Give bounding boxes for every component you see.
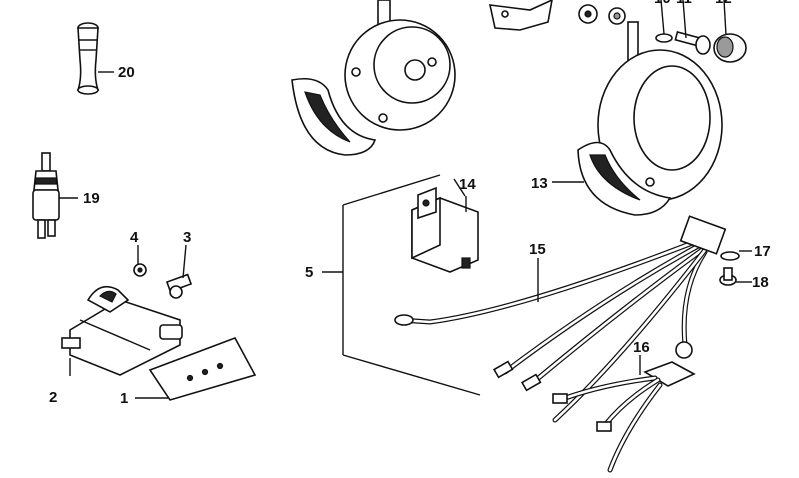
part-15-harness bbox=[394, 215, 727, 423]
label-part-19: 19 bbox=[83, 190, 100, 207]
label-part-15: 15 bbox=[529, 241, 546, 258]
label-part-16: 16 bbox=[633, 339, 650, 356]
part-10-washer bbox=[655, 0, 673, 43]
part-4-nut bbox=[133, 245, 147, 277]
label-part-12: 12 bbox=[715, 0, 732, 6]
part-14-relay bbox=[411, 186, 479, 273]
label-part-4: 4 bbox=[130, 229, 139, 246]
label-part-18: 18 bbox=[752, 274, 769, 291]
part-12-cap bbox=[713, 0, 747, 63]
part-18-screw bbox=[719, 267, 752, 286]
label-part-2: 2 bbox=[49, 389, 58, 406]
small-nuts bbox=[578, 4, 626, 25]
part-2-bracket bbox=[61, 285, 183, 376]
label-part-1: 1 bbox=[120, 390, 129, 407]
part-3-screw bbox=[165, 244, 193, 299]
leader-14 bbox=[453, 178, 466, 197]
part-17-washer bbox=[720, 250, 752, 261]
label-part-10: 10 bbox=[654, 0, 671, 6]
part-20-rubber-boot bbox=[76, 22, 114, 95]
label-part-11: 11 bbox=[676, 0, 692, 6]
label-part-13: 13 bbox=[531, 175, 548, 192]
label-part-17: 17 bbox=[754, 243, 771, 260]
part-5-bracket-line bbox=[322, 174, 481, 396]
part-19-switch bbox=[32, 152, 78, 239]
part-16-connector bbox=[552, 355, 696, 473]
horn-bracket bbox=[488, 0, 553, 31]
label-part-3: 3 bbox=[183, 229, 192, 246]
label-part-20: 20 bbox=[118, 64, 135, 81]
part-13-horn bbox=[552, 21, 723, 216]
part-1-pad bbox=[135, 337, 257, 401]
label-part-5: 5 bbox=[305, 264, 314, 281]
horn-left bbox=[291, 0, 456, 156]
label-part-14: 14 bbox=[459, 176, 476, 193]
part-11-bolt bbox=[674, 0, 711, 55]
